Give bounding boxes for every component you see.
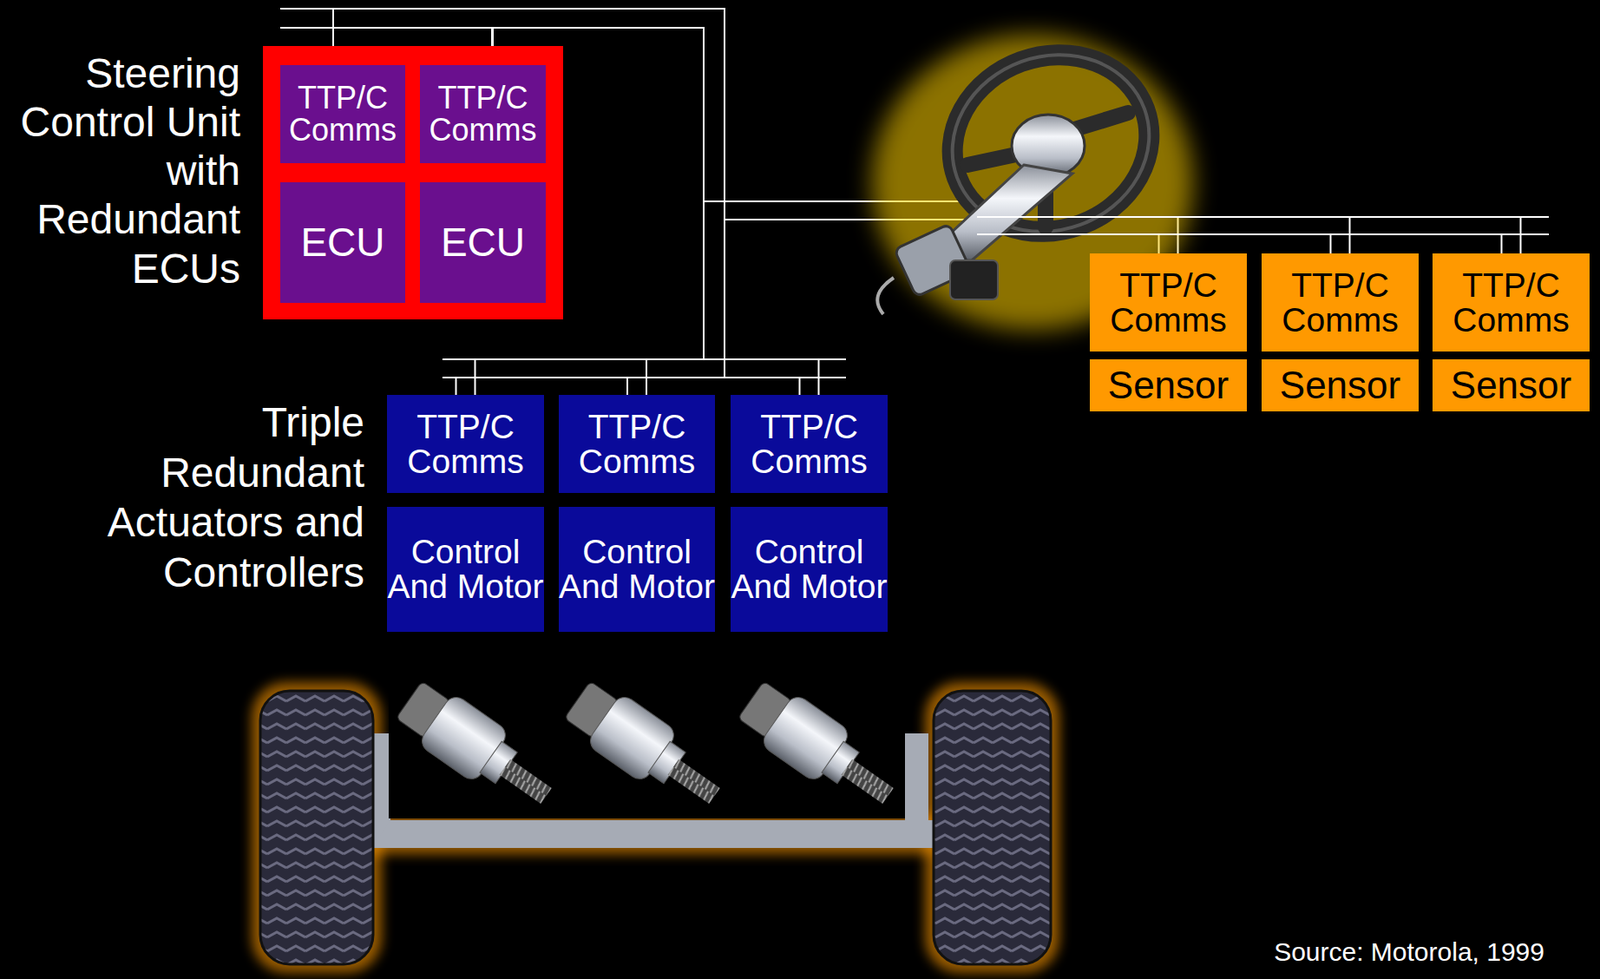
box-text: TTP/C Comms (1089, 268, 1247, 338)
controller-box: Control And Motor (386, 506, 545, 632)
group-label: Triple Redundant Actuators and Controlle… (69, 397, 365, 597)
box-text: TTP/C Comms (730, 409, 888, 479)
box-text: Control And Motor (558, 534, 715, 604)
ecu-box: ECU (419, 182, 546, 303)
comms-box: TTP/C Comms (419, 65, 546, 164)
bus-wire (280, 7, 725, 10)
comms-box: TTP/C Comms (280, 65, 406, 164)
bus-wire (442, 358, 846, 361)
actuator-motor (559, 674, 733, 822)
axle-and-wheels (251, 681, 382, 973)
box-text: TTP/C Comms (1261, 268, 1419, 338)
comms-box: TTP/C Comms (1089, 253, 1247, 352)
box-text: TTP/C Comms (1432, 268, 1590, 338)
axle-and-wheels (251, 681, 1060, 973)
box-text: TTP/C Comms (386, 409, 545, 479)
actuator-motor (733, 674, 906, 822)
box-text: TTP/C Comms (558, 409, 715, 479)
box-text: Control And Motor (730, 534, 888, 604)
comms-box: TTP/C Comms (1432, 253, 1590, 352)
actuator-motor (499, 759, 552, 804)
sensor-box: Sensor (1432, 359, 1590, 412)
steering-wheel (877, 277, 894, 315)
actuator-motor (668, 759, 721, 804)
box-text: Control And Motor (386, 534, 545, 604)
axle-and-wheels (260, 690, 374, 964)
box-text: ECU (300, 222, 385, 263)
axle-and-wheels (904, 733, 929, 846)
box-text: Sensor (1279, 366, 1401, 406)
box-text: TTP/C Comms (280, 82, 406, 146)
axle-and-wheels (373, 733, 391, 846)
ecu-box: ECU (280, 182, 406, 303)
unit-heading: Steering Control Unit with Redundant ECU… (7, 49, 241, 294)
bus-wire (280, 26, 704, 29)
box-text: ECU (440, 222, 525, 263)
actuator-motor (391, 674, 564, 822)
motor-panel (388, 675, 905, 819)
axle-and-wheels (368, 819, 933, 848)
axle-and-wheels (364, 813, 938, 854)
controller-box: Control And Motor (558, 506, 715, 632)
bus-wire (442, 376, 846, 379)
comms-box: TTP/C Comms (1261, 253, 1419, 352)
sensor-box: Sensor (1089, 359, 1247, 412)
comms-box: TTP/C Comms (558, 394, 715, 493)
motor-panel (388, 675, 905, 819)
comms-box: TTP/C Comms (386, 394, 545, 493)
axle-and-wheels (924, 681, 1060, 973)
steering-wheel (950, 260, 998, 300)
bus-wire (977, 233, 1549, 236)
actuator-motor (841, 759, 894, 804)
box-text: Sensor (1108, 366, 1229, 406)
controller-box: Control And Motor (730, 506, 888, 632)
axle-and-wheels (933, 690, 1051, 964)
comms-box: TTP/C Comms (730, 394, 888, 493)
sensor-box: Sensor (1261, 359, 1419, 412)
source-note: Source: Motorola, 1999 (1180, 937, 1545, 966)
actuator-motor (391, 674, 906, 822)
control-unit-box: Steering Control Unit with Redundant ECU… (262, 45, 564, 320)
box-text: Sensor (1450, 366, 1572, 406)
box-text: TTP/C Comms (419, 82, 546, 146)
bus-wire (977, 216, 1549, 218)
